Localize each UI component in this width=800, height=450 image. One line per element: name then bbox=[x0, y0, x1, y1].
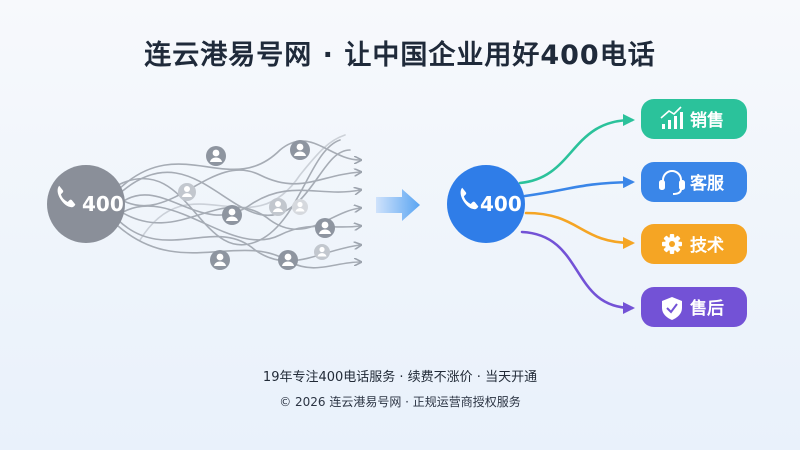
tangled-line bbox=[117, 139, 341, 246]
user-avatar-icon bbox=[278, 250, 298, 270]
headset-icon bbox=[659, 170, 685, 195]
transition-arrow-icon bbox=[376, 189, 420, 221]
page-title: 连云港易号网 · 让中国企业用好400电话 bbox=[144, 40, 656, 71]
tangled-line bbox=[117, 149, 351, 216]
chart-up-icon bbox=[660, 106, 683, 129]
phone-icon bbox=[460, 187, 479, 210]
user-avatar-icon bbox=[269, 198, 287, 216]
tangled-line bbox=[117, 225, 360, 269]
gear-icon bbox=[662, 234, 682, 254]
routing-lines bbox=[518, 114, 635, 314]
right-400-node: 400 bbox=[447, 165, 525, 243]
route-service bbox=[523, 176, 635, 198]
footer-tagline: 19年专注400电话服务 · 续费不涨价 · 当天开通 bbox=[262, 370, 538, 385]
user-avatar-icon bbox=[222, 205, 242, 225]
tag-aftersales-label: 售后 bbox=[690, 298, 724, 319]
caller-avatars bbox=[178, 140, 335, 270]
tag-aftersales: 售后 bbox=[641, 287, 747, 327]
route-sales bbox=[518, 114, 635, 185]
user-avatar-icon bbox=[290, 140, 310, 160]
user-avatar-icon bbox=[210, 250, 230, 270]
tangled-line bbox=[117, 140, 360, 191]
right-node-label: 400 bbox=[480, 192, 522, 216]
user-avatar-icon bbox=[178, 183, 196, 201]
route-tech bbox=[524, 211, 635, 249]
phone-icon bbox=[57, 185, 76, 208]
tag-service: 客服 bbox=[641, 162, 747, 202]
user-avatar-icon bbox=[315, 218, 335, 238]
tag-service-label: 客服 bbox=[689, 173, 725, 194]
shield-check-icon bbox=[662, 297, 682, 320]
tangled-line bbox=[139, 134, 346, 241]
tag-tech-label: 技术 bbox=[690, 235, 724, 256]
tangled-line bbox=[117, 170, 360, 207]
route-aftersales bbox=[520, 230, 635, 314]
user-avatar-icon bbox=[314, 244, 330, 260]
tangled-call-lines bbox=[117, 134, 360, 269]
user-avatar-icon bbox=[292, 199, 308, 215]
tag-tech: 技术 bbox=[641, 224, 747, 264]
tag-sales-label: 销售 bbox=[690, 110, 724, 131]
tag-sales: 销售 bbox=[641, 99, 747, 139]
user-avatar-icon bbox=[206, 146, 226, 166]
footer-copyright: © 2026 连云港易号网 · 正规运营商授权服务 bbox=[279, 395, 521, 409]
left-400-node: 400 bbox=[47, 165, 125, 243]
left-node-label: 400 bbox=[82, 192, 124, 216]
